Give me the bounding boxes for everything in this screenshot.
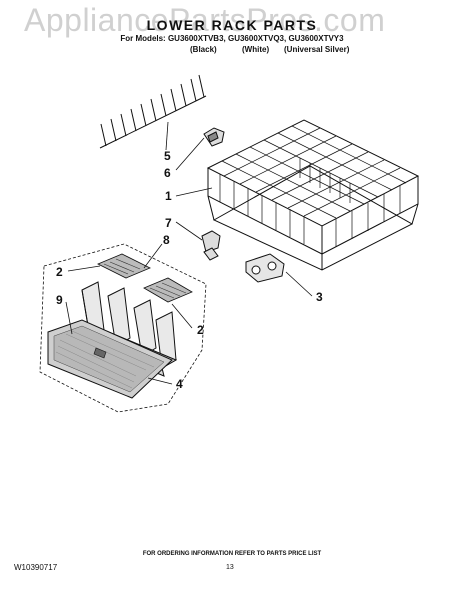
lower-rack-part (206, 119, 420, 271)
callout-3: 3 (316, 290, 323, 304)
basket-lid-part (47, 319, 173, 399)
wheel-assembly-part (245, 253, 285, 283)
tine-row-part (99, 74, 207, 149)
document-number: W10390717 (14, 563, 58, 572)
finish-black: (Black) (190, 45, 217, 54)
callout-leaders (65, 121, 313, 385)
callout-8: 8 (163, 233, 170, 247)
tine-clip-part (201, 230, 221, 261)
callout-5: 5 (164, 149, 171, 163)
page-title: LOWER RACK PARTS (146, 17, 318, 33)
finish-white: (White) (242, 45, 270, 54)
ordering-note: FOR ORDERING INFORMATION REFER TO PARTS … (142, 551, 322, 557)
basket-cover-part (97, 253, 193, 303)
callout-6: 6 (164, 166, 171, 180)
watermark: AppliancePartsPros.com (24, 2, 386, 38)
finish-silver: (Universal Silver) (284, 45, 350, 54)
model-list: For Models: GU3600XTVB3, GU3600XTVQ3, GU… (120, 34, 344, 43)
page-number: 13 (226, 564, 234, 571)
basket-outline-dashed (39, 243, 207, 413)
callout-9: 9 (56, 293, 63, 307)
callout-2-right: 2 (197, 323, 204, 337)
callout-4: 4 (176, 377, 183, 391)
callout-2: 2 (56, 265, 63, 279)
rack-clip-part (203, 127, 225, 147)
callout-7: 7 (165, 216, 172, 230)
callout-1: 1 (165, 189, 172, 203)
